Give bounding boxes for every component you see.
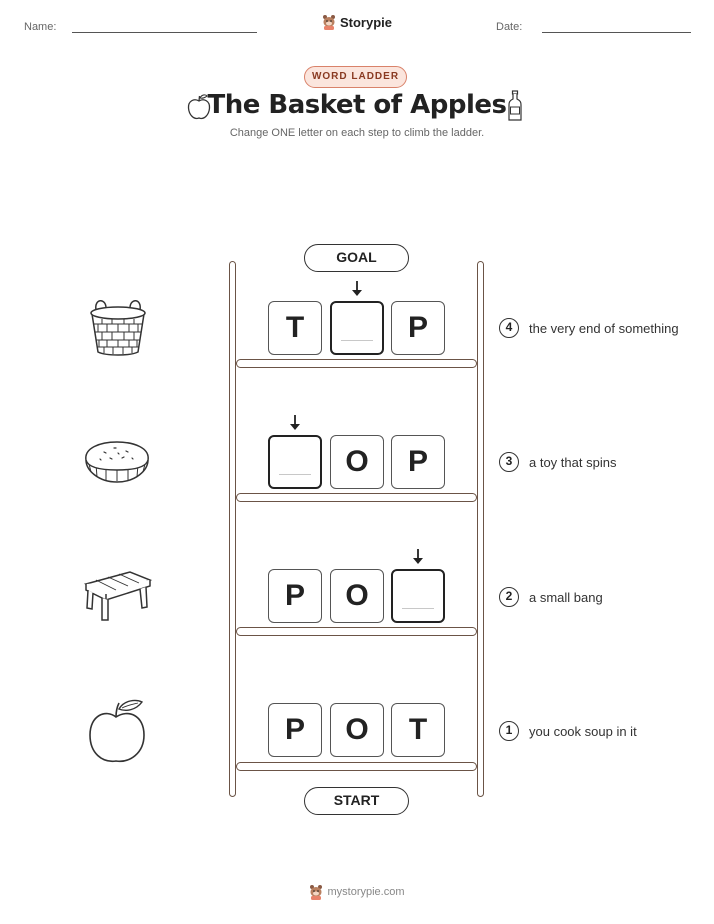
footer-site: mystorypie.com <box>327 886 405 898</box>
step-number: 2 <box>499 587 519 607</box>
letter-tile: P <box>391 301 445 355</box>
ladder-rung <box>236 493 477 502</box>
instructions: Change ONE letter on each step to climb … <box>229 127 485 139</box>
basket-icon <box>90 300 146 356</box>
letter-tile: T <box>268 301 322 355</box>
pie-icon <box>85 441 149 483</box>
ladder-rung <box>236 627 477 636</box>
storypie-mascot-icon <box>322 15 335 30</box>
letter-tile-blank[interactable] <box>330 301 384 355</box>
letter-tile: O <box>330 703 384 757</box>
step-clue: a toy that spins <box>529 455 617 470</box>
name-label: Name: <box>24 21 57 33</box>
ladder-rung <box>236 762 477 771</box>
arrow-down-icon <box>413 549 423 564</box>
brand-name: Storypie <box>339 14 392 30</box>
ladder-rail-left <box>229 261 236 797</box>
step-clue: you cook soup in it <box>529 724 637 739</box>
footer: mystorypie.com <box>0 884 714 905</box>
letter-tile: T <box>391 703 445 757</box>
date-label: Date: <box>496 21 523 33</box>
storypie-mascot-icon <box>310 885 323 900</box>
category-badge: WORD LADDER <box>304 66 407 88</box>
name-field[interactable] <box>72 32 257 33</box>
letter-tile-blank[interactable] <box>391 569 445 623</box>
apple-icon <box>187 94 211 120</box>
ladder-rung <box>236 359 477 368</box>
step-number: 3 <box>499 452 519 472</box>
step-number: 1 <box>499 721 519 741</box>
apple-icon <box>89 699 145 762</box>
letter-tile: O <box>330 569 384 623</box>
bottle-icon <box>508 90 522 121</box>
stool-icon <box>83 571 153 621</box>
arrow-down-icon <box>352 281 362 296</box>
date-field[interactable] <box>542 32 691 33</box>
letter-tile: P <box>268 569 322 623</box>
arrow-down-icon <box>290 415 300 430</box>
letter-tile-blank[interactable] <box>268 435 322 489</box>
ladder-rail-right <box>477 261 484 797</box>
step-clue: a small bang <box>529 590 603 605</box>
letter-tile: P <box>391 435 445 489</box>
step-clue: the very end of something <box>529 321 679 336</box>
letter-tile: P <box>268 703 322 757</box>
goal-badge: GOAL <box>304 244 409 272</box>
letter-tile: O <box>330 435 384 489</box>
step-number: 4 <box>499 318 519 338</box>
brand-logo: Storypie <box>0 14 714 35</box>
start-badge: START <box>304 787 409 815</box>
worksheet-title: The Basket of Apples <box>207 90 507 120</box>
